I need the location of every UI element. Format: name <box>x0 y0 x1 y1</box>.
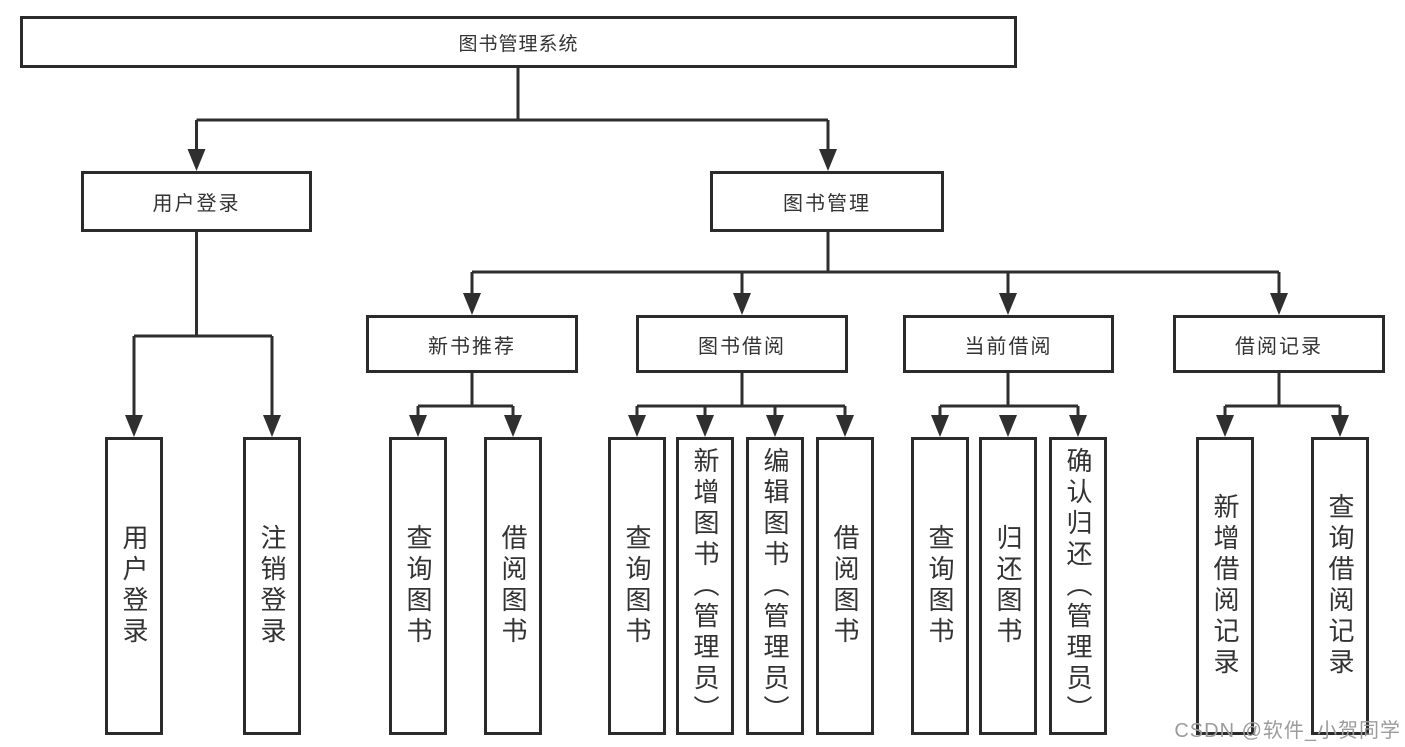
node-label: 图书借阅 <box>698 335 786 358</box>
node-label: 借阅图书 <box>830 524 860 648</box>
node-label: 用户登录 <box>119 524 149 648</box>
node-label: 编辑图书（管理员） <box>760 446 790 726</box>
leaf-add-borrow-record: 新增借阅记录 <box>1196 437 1254 735</box>
node-new-book-recommendation: 新书推荐 <box>366 315 578 373</box>
node-current-borrowing: 当前借阅 <box>903 315 1114 373</box>
node-label: 图书管理系统 <box>458 33 579 55</box>
leaf-query-borrow-record: 查询借阅记录 <box>1311 437 1369 735</box>
leaf-borrow-books-borrow: 借阅图书 <box>816 437 874 735</box>
arrowhead-icons <box>125 149 1349 437</box>
leaf-confirm-return-admin: 确认归还（管理员） <box>1049 437 1107 735</box>
leaf-logout: 注销登录 <box>243 437 301 735</box>
leaf-query-books-borrow: 查询图书 <box>608 437 666 735</box>
leaf-user-login: 用户登录 <box>105 437 163 735</box>
node-label: 查询图书 <box>925 524 955 648</box>
node-label: 归还图书 <box>993 524 1023 648</box>
node-label: 注销登录 <box>257 524 287 648</box>
node-label: 用户登录 <box>152 193 241 215</box>
node-book-management: 图书管理 <box>710 171 944 232</box>
node-library-management-system: 图书管理系统 <box>20 16 1017 68</box>
node-book-borrowing: 图书借阅 <box>636 315 848 373</box>
node-label: 新增图书（管理员） <box>690 446 720 726</box>
node-label: 新书推荐 <box>428 335 516 358</box>
leaf-borrow-books-recommend: 借阅图书 <box>484 437 542 735</box>
node-label: 借阅记录 <box>1235 335 1323 358</box>
node-label: 查询图书 <box>622 524 652 648</box>
node-label: 确认归还（管理员） <box>1063 446 1093 726</box>
leaf-query-books-current: 查询图书 <box>911 437 969 735</box>
leaf-add-books-admin: 新增图书（管理员） <box>676 437 734 735</box>
node-label: 借阅图书 <box>498 524 528 648</box>
node-label: 图书管理 <box>783 193 871 215</box>
node-user-login: 用户登录 <box>81 171 312 232</box>
node-label: 查询借阅记录 <box>1325 493 1355 679</box>
node-label: 当前借阅 <box>964 335 1053 358</box>
node-label: 查询图书 <box>403 524 433 648</box>
watermark: CSDN @软件_小贺同学 <box>1174 720 1401 742</box>
leaf-return-books: 归还图书 <box>979 437 1037 735</box>
connector-segments <box>132 68 1342 417</box>
leaf-edit-books-admin: 编辑图书（管理员） <box>746 437 804 735</box>
node-label: 新增借阅记录 <box>1210 493 1240 679</box>
node-borrowing-records: 借阅记录 <box>1173 315 1385 373</box>
leaf-query-books-recommend: 查询图书 <box>389 437 447 735</box>
